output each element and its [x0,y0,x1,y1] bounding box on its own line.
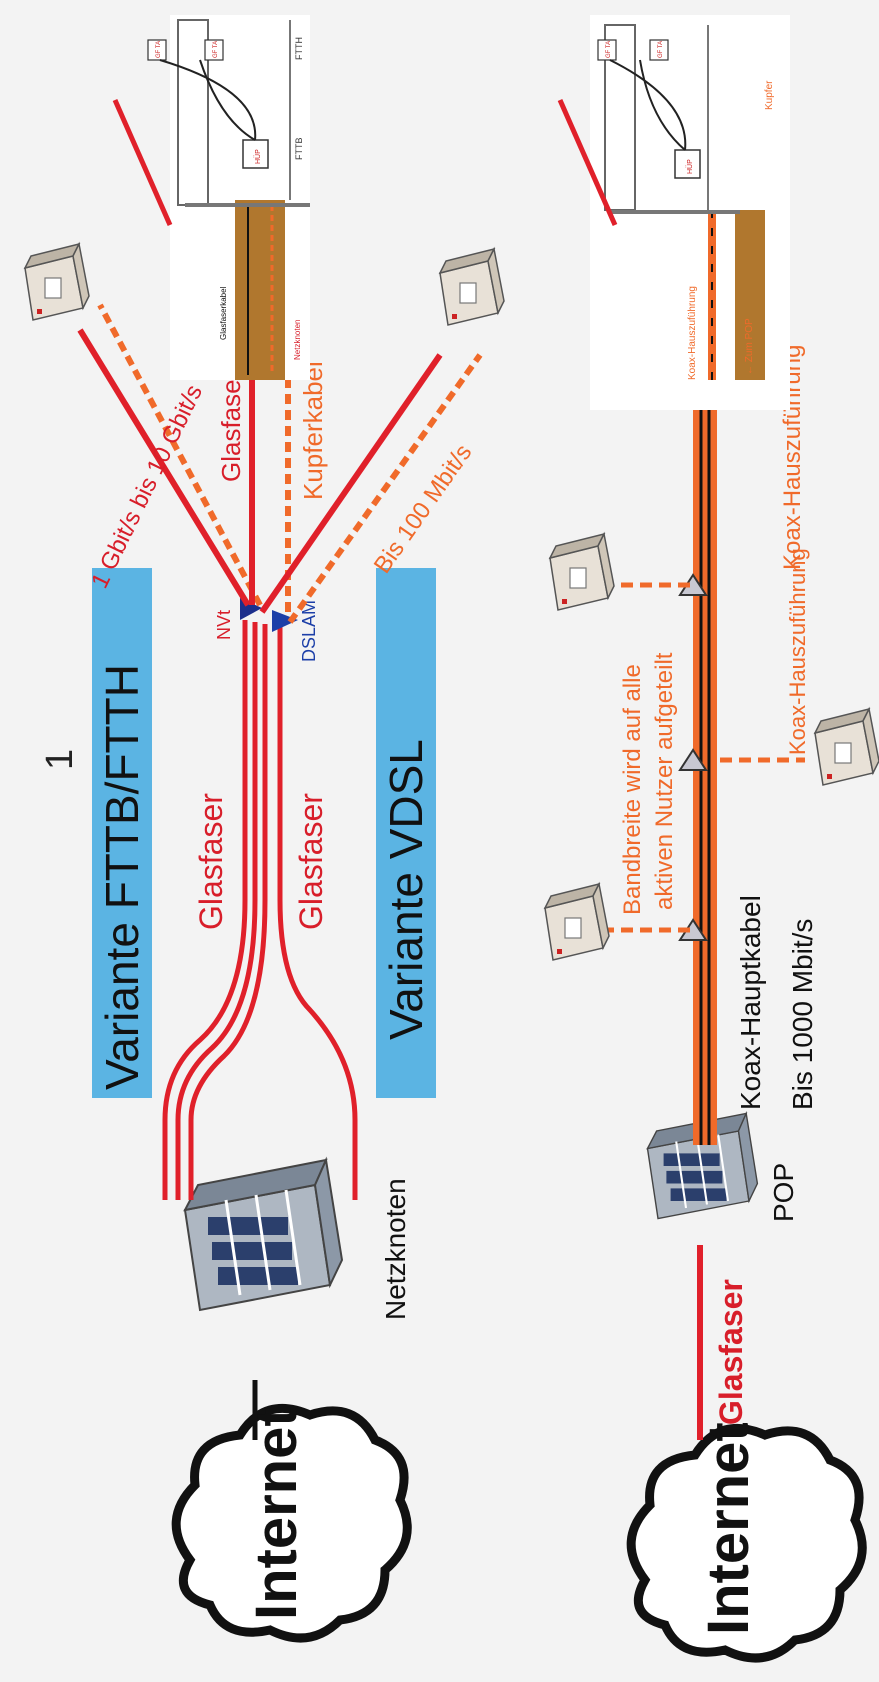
koax-hauptkabel-label: Koax-Hauptkabel [735,895,766,1110]
inset-coax-ta-2: GF TA [658,41,664,58]
glasfaser-pop-label: Glasfaser [713,1279,749,1425]
inset-coax-kupfer: Kupfer [764,80,775,110]
pc-icon-vdsl [439,248,505,326]
banner-vdsl-label: Variante VDSL [380,739,432,1040]
inset-glasfaserkabel: Glasfaserkabel [219,286,228,340]
pc-icon-coax-3 [549,533,615,611]
kupferkabel-label: Kupferkabel [298,361,328,500]
page-number: 1 [39,749,81,770]
inset-coax-hup: HÜP [686,159,694,174]
bandbreite-line2: aktiven Nutzer aufgeteilt [651,652,678,910]
inset-building-fiber: HÜP GF TA GF TA Glasfaserkabel Netzknote… [112,15,310,380]
inset-coax-zum-pop: ← Zum POP [744,318,755,375]
banner-fttb-ftth-label: Variante FTTB/FTTH [96,664,148,1090]
koax-hauszufuehrung-2: Koax-Hauszuführung [785,548,810,755]
internet-cloud-bottom: Internet [626,1422,867,1663]
fiber-vdsl [277,620,358,1200]
inset-coax-ta-1: GF TA [606,41,612,58]
banner-fttb-ftth [92,568,152,1098]
inset-netzknoten: Netzknoten [293,320,302,360]
copper-branch-pc2 [287,353,483,624]
netzknoten-server-icon [183,1158,344,1312]
speed-vdsl-label: Bis 100 Mbit/s [369,439,478,578]
internet-label-top: Internet [244,1407,309,1620]
inset-coax-koax-hauszufuehrung: Koax-Hauszuführung [687,286,698,380]
pc-icon-coax-2 [814,708,879,786]
internet-cloud-top: Internet [171,1403,412,1643]
copper-branch-pc1 [97,303,263,607]
glasfaser-upper-label: Glasfaser [193,793,229,930]
glasfaser-branch-label: Glasfaser [216,370,246,482]
fiber-branch-pc1 [77,328,251,607]
dslam-label: DSLAM [299,600,319,662]
speed-fiber-label: 1 Gbit/s bis 10 Gbit/s [86,381,208,593]
bis-1000-label: Bis 1000 Mbit/s [787,919,818,1110]
dslam-node [272,610,298,632]
inset-ftth: FTTH [294,37,304,60]
nvt-label: NVt [214,610,234,640]
pop-label: POP [768,1163,799,1222]
netzknoten-label: Netzknoten [380,1178,411,1320]
pc-icon-fttb [24,243,90,321]
glasfaser-lower-label: Glasfaser [293,793,329,930]
inset-fttb: FTTB [294,138,304,161]
tap-2 [678,748,708,771]
inset-building-coax: HÜP GF TA GF TA Koax-Hauszuführung ← Zum… [557,15,790,410]
fiber-branch-pc2 [259,353,443,614]
inset-fiber-hup: HÜP [254,149,262,164]
pc-icon-coax-1 [544,883,610,961]
bottom-section: Internet Glasfaser POP Koax-Hauptkabel B… [544,15,879,1663]
inset-fiber-ta-2: GF TA [213,41,219,58]
bandbreite-line1: Bandbreite wird auf alle [619,664,646,915]
internet-label-bottom: Internet [696,1422,761,1635]
inset-fiber-ta-1: GF TA [156,41,162,58]
fiber-bundle-upper [162,620,268,1200]
top-section: 1 Variante FTTB/FTTH Variante VDSL Inter… [24,15,505,1643]
banner-vdsl [376,568,436,1098]
